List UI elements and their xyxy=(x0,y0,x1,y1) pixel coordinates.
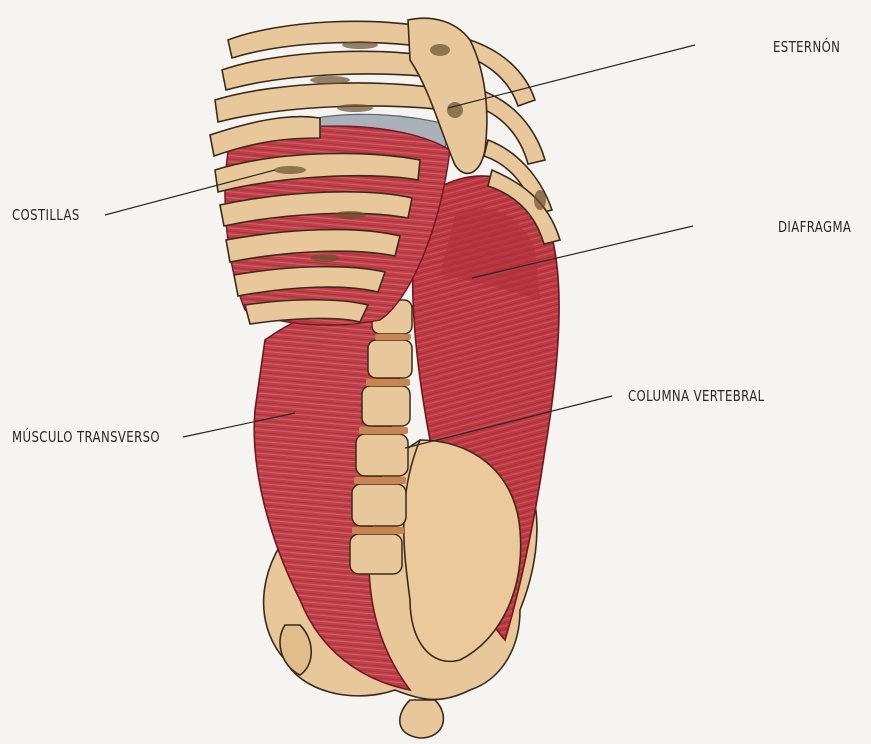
label-esternon: ESTERNÓN xyxy=(773,40,840,55)
label-costillas: COSTILLAS xyxy=(12,208,80,223)
label-columna-vertebral: COLUMNA VERTEBRAL xyxy=(628,389,765,404)
label-diafragma: DIAFRAGMA xyxy=(778,220,851,235)
label-musculo-transverso: MÚSCULO TRANSVERSO xyxy=(12,430,160,445)
